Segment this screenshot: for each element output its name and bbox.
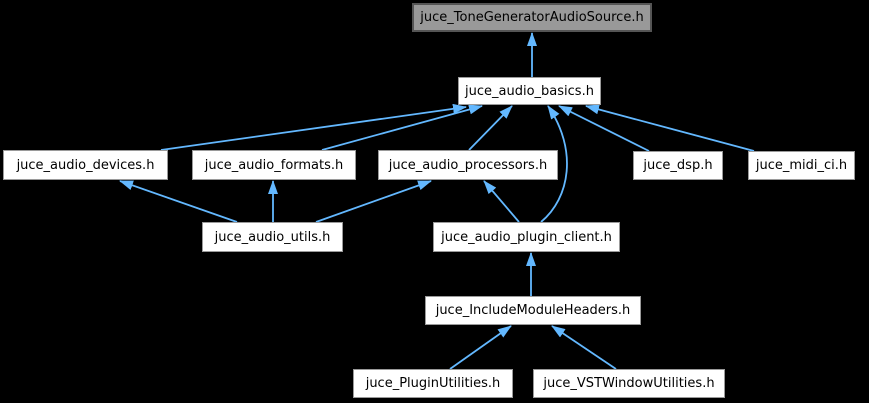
node-dsp[interactable]: juce_dsp.h [633, 151, 723, 180]
node-utils[interactable]: juce_audio_utils.h [202, 222, 343, 252]
node-formats[interactable]: juce_audio_formats.h [192, 150, 356, 180]
node-plugin_client[interactable]: juce_audio_plugin_client.h [433, 222, 620, 252]
node-label: juce_audio_basics.h [465, 83, 594, 99]
node-label: juce_audio_processors.h [388, 157, 548, 173]
edge-dsp-to-basics [558, 105, 650, 152]
node-devices[interactable]: juce_audio_devices.h [3, 150, 168, 180]
node-midi_ci[interactable]: juce_midi_ci.h [748, 151, 855, 180]
node-label: juce_midi_ci.h [755, 158, 848, 173]
edge-utils-to-devices [119, 180, 238, 223]
node-label: juce_audio_utils.h [214, 229, 331, 245]
edge-plugin_client-to-processors [483, 180, 520, 223]
node-label: juce_IncludeModuleHeaders.h [435, 303, 631, 318]
edge-plugin_client-to-basics [540, 105, 568, 223]
edge-plugin_utils-to-imh [449, 325, 512, 370]
node-imh[interactable]: juce_IncludeModuleHeaders.h [425, 296, 641, 325]
node-label: juce_audio_formats.h [204, 157, 344, 173]
node-processors[interactable]: juce_audio_processors.h [378, 150, 558, 180]
node-label: juce_PluginUtilities.h [365, 376, 501, 391]
node-label: juce_audio_devices.h [16, 157, 155, 173]
node-vst_window[interactable]: juce_VSTWindowUtilities.h [533, 369, 725, 398]
edge-formats-to-basics [321, 104, 483, 151]
edge-vst_window-to-imh [551, 325, 617, 370]
edge-midi_ci-to-basics [585, 104, 755, 152]
node-plugin_utils[interactable]: juce_PluginUtilities.h [353, 369, 513, 398]
edge-processors-to-basics [468, 105, 513, 151]
node-basics[interactable]: juce_audio_basics.h [458, 77, 601, 105]
edge-utils-to-processors [315, 180, 432, 223]
node-label: juce_dsp.h [643, 158, 713, 173]
node-label: juce_ToneGeneratorAudioSource.h [420, 10, 644, 25]
edge-devices-to-basics [160, 103, 467, 151]
node-label: juce_audio_plugin_client.h [441, 229, 612, 245]
node-label: juce_VSTWindowUtilities.h [543, 376, 715, 391]
node-tone: juce_ToneGeneratorAudioSource.h [412, 3, 652, 32]
